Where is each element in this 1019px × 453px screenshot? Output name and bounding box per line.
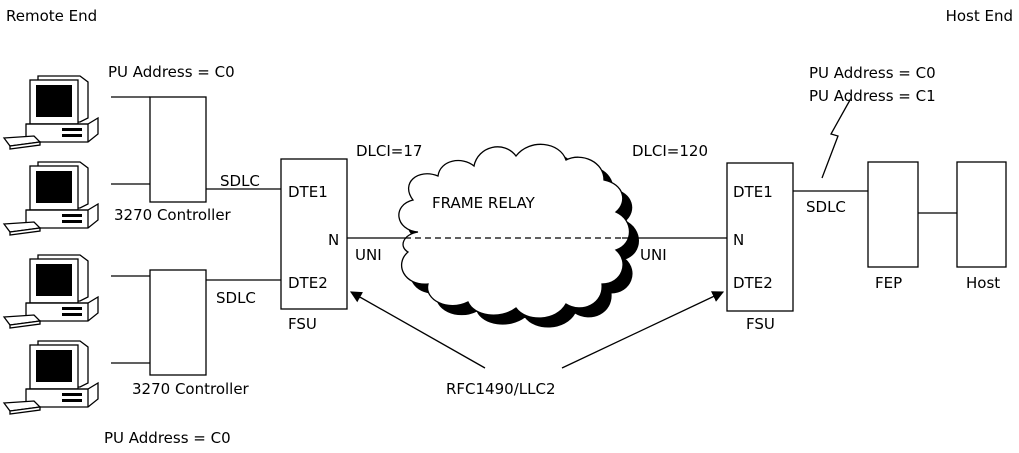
fsu-right-n: N bbox=[733, 231, 744, 249]
workstation-icon bbox=[3, 75, 99, 150]
fsu-right-dte1: DTE1 bbox=[733, 183, 773, 201]
rfc-arrow-left bbox=[349, 291, 486, 369]
fep-box bbox=[867, 161, 919, 268]
fsu-left-dte1: DTE1 bbox=[288, 183, 328, 201]
fsu-right-label: FSU bbox=[746, 315, 775, 333]
pu-address-host-c1: PU Address = C1 bbox=[809, 87, 936, 105]
sdlc-label-bottom: SDLC bbox=[216, 289, 256, 307]
workstation-icon bbox=[3, 340, 99, 415]
host-box bbox=[956, 161, 1007, 268]
workstation-icon bbox=[3, 254, 99, 329]
dlci-left-label: DLCI=17 bbox=[356, 142, 422, 160]
fsu-left-n: N bbox=[328, 231, 339, 249]
rfc-arrow-right bbox=[561, 291, 725, 369]
controller-top-label: 3270 Controller bbox=[114, 206, 232, 224]
controller-box-bottom bbox=[149, 269, 207, 376]
wireless-link-icon bbox=[821, 99, 851, 179]
fsu-left-box bbox=[280, 158, 348, 310]
pu-address-host-c0: PU Address = C0 bbox=[809, 64, 936, 82]
fsu-right-box bbox=[726, 162, 794, 312]
uni-right-label: UNI bbox=[640, 246, 667, 264]
controller-box-top bbox=[149, 96, 207, 203]
rfc-label: RFC1490/LLC2 bbox=[446, 380, 555, 398]
uni-left-label: UNI bbox=[355, 246, 382, 264]
pu-address-top-left: PU Address = C0 bbox=[108, 63, 235, 81]
sdlc-label-host: SDLC bbox=[806, 198, 846, 216]
remote-end-label: Remote End bbox=[6, 7, 97, 25]
pu-address-bottom-left: PU Address = C0 bbox=[104, 429, 231, 447]
fsu-left-label: FSU bbox=[288, 315, 317, 333]
host-label: Host bbox=[966, 274, 1000, 292]
fsu-right-dte2: DTE2 bbox=[733, 274, 773, 292]
frame-relay-label: FRAME RELAY bbox=[432, 194, 536, 212]
sdlc-label-top: SDLC bbox=[220, 172, 260, 190]
frame-relay-cloud bbox=[398, 143, 639, 328]
host-end-label: Host End bbox=[946, 7, 1013, 25]
dlci-right-label: DLCI=120 bbox=[632, 142, 708, 160]
workstation-icon bbox=[3, 161, 99, 236]
fep-label: FEP bbox=[875, 274, 902, 292]
controller-bottom-label: 3270 Controller bbox=[132, 380, 250, 398]
fsu-left-dte2: DTE2 bbox=[288, 274, 328, 292]
